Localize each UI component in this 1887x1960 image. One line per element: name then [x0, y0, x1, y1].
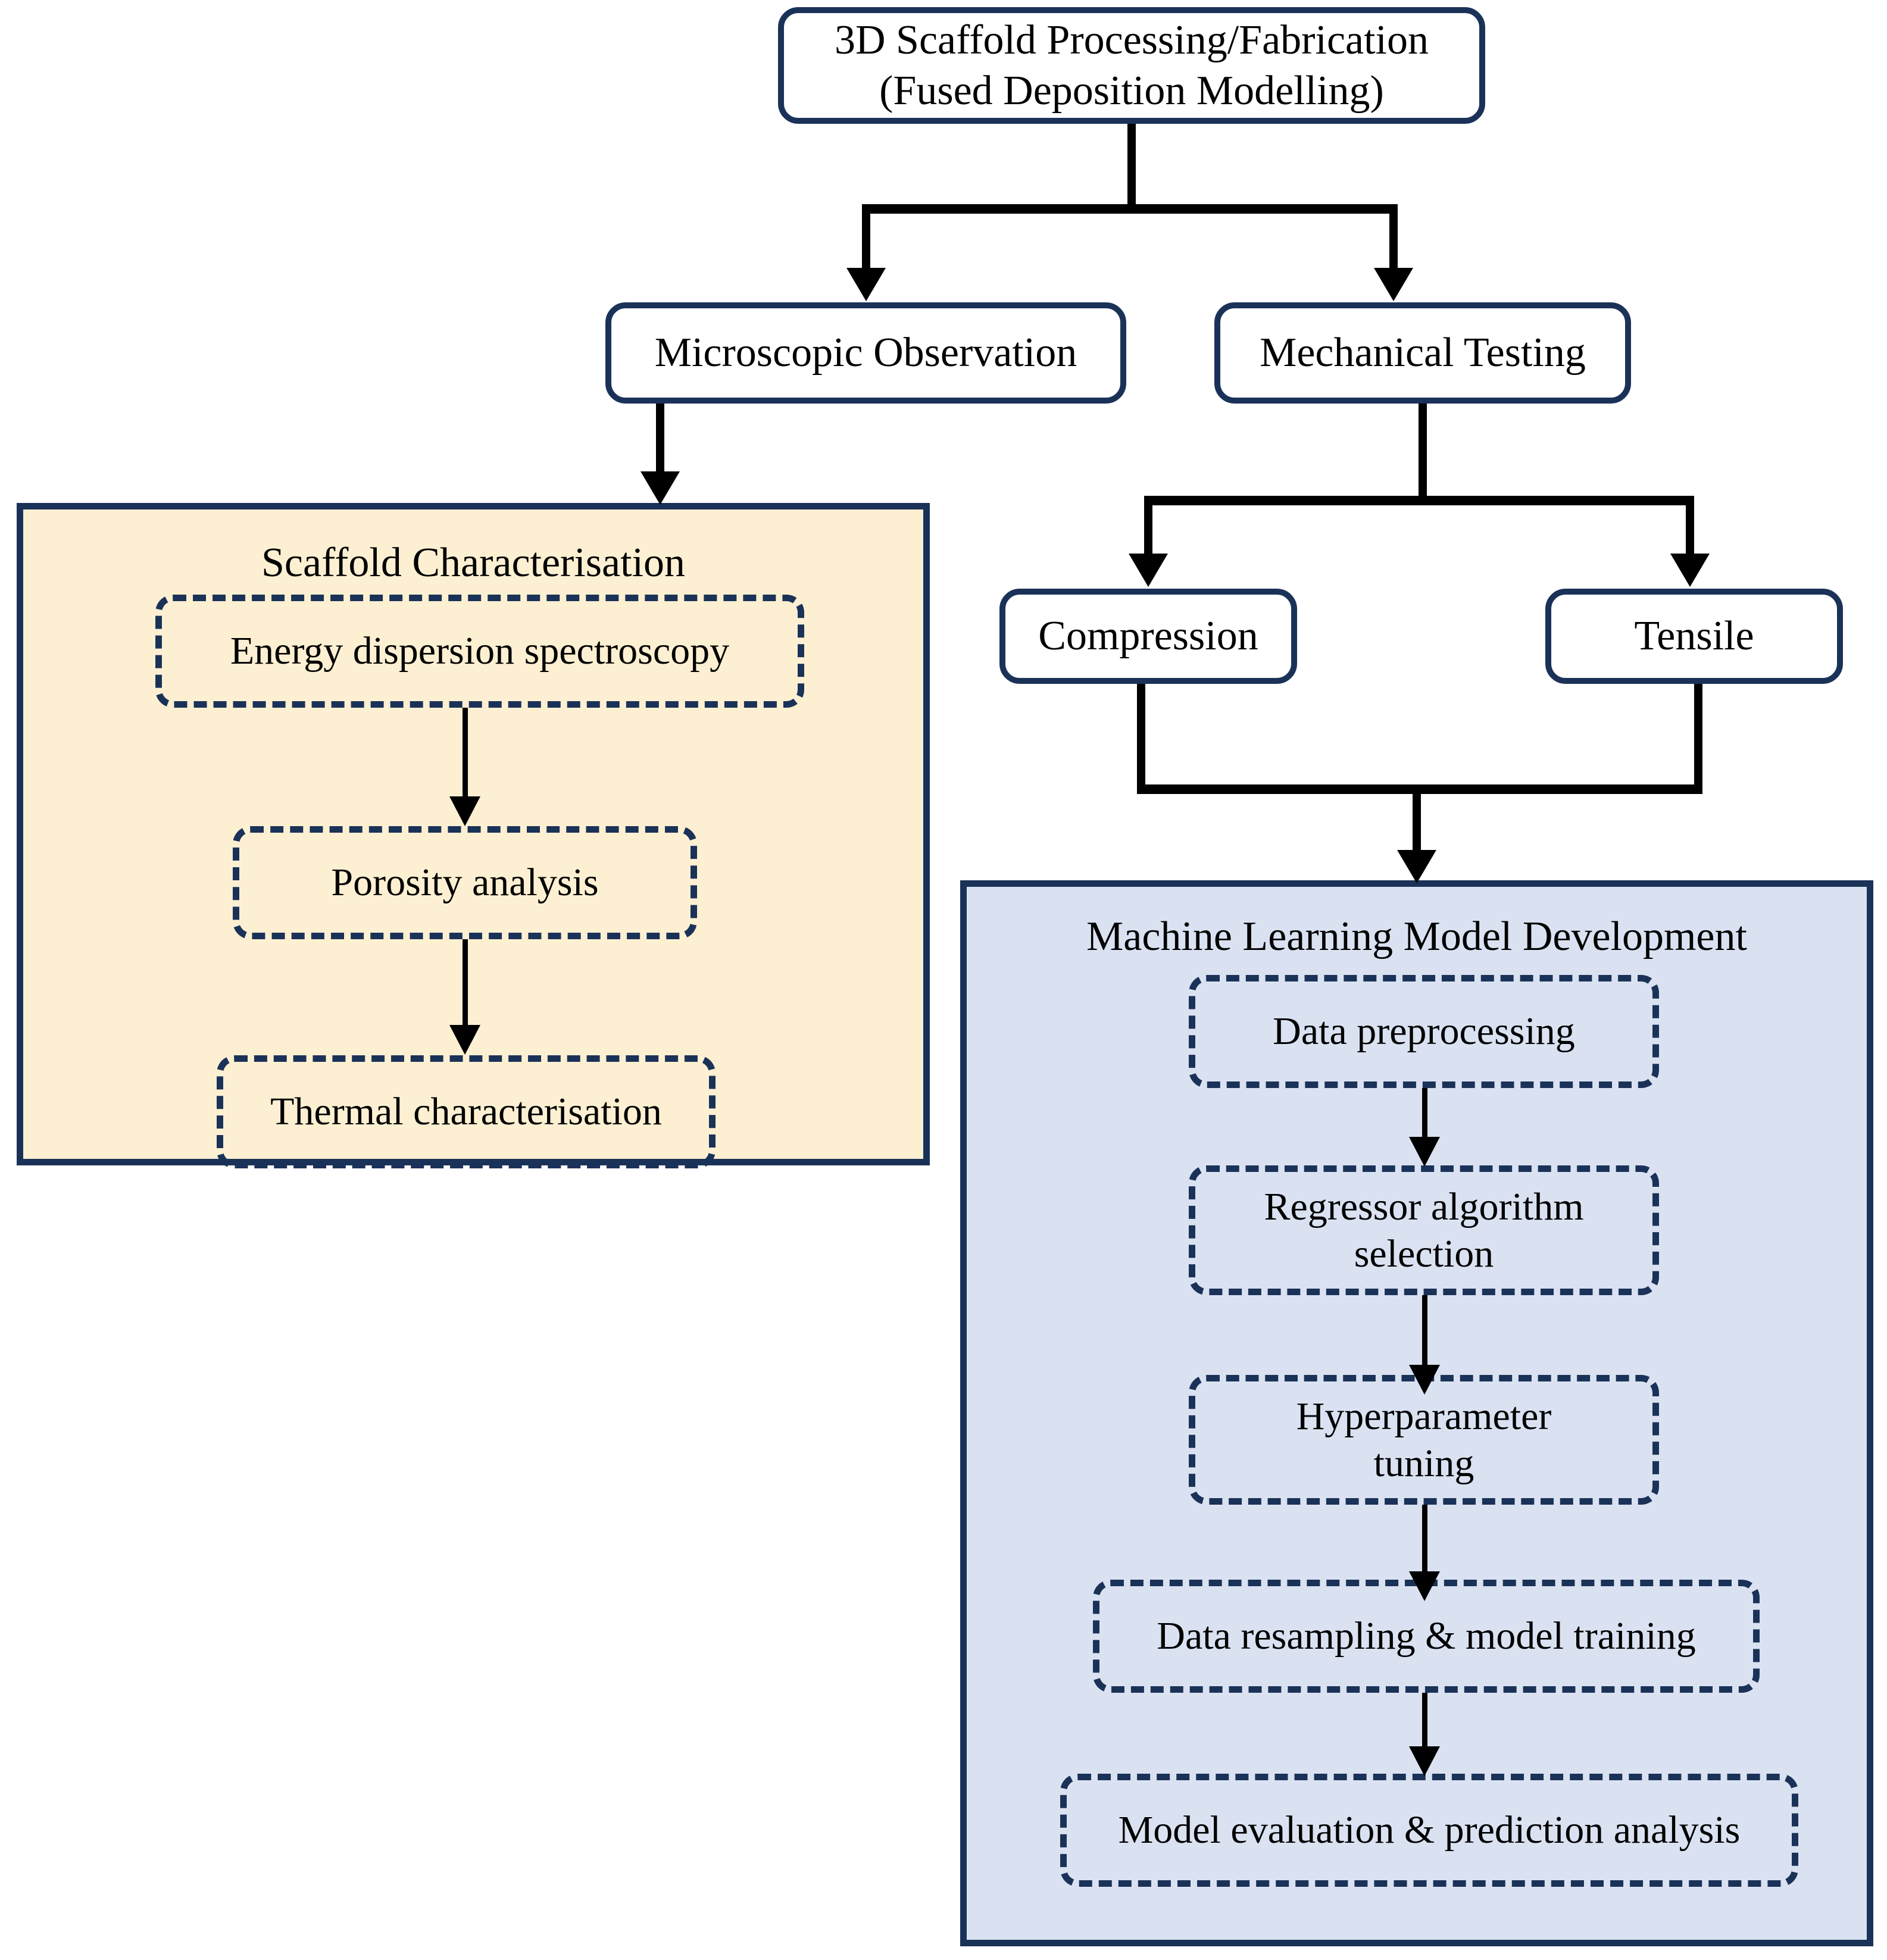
step-regressor-algorithm-selection[interactable]: Regressor algorithm selection [1189, 1165, 1659, 1295]
arrowhead-porosity-to-thermal [449, 1025, 480, 1055]
step-hyperparameter-line2: tuning [1373, 1442, 1474, 1485]
panel-scaffold-characterisation: Scaffold Characterisation Energy dispers… [17, 503, 930, 1168]
node-tensile-label: Tensile [1634, 613, 1754, 659]
node-microscopic-observation-label: Microscopic Observation [654, 330, 1077, 376]
node-3d-scaffold-processing[interactable]: 3D Scaffold Processing/Fabrication (Fuse… [778, 7, 1485, 124]
connector-resampling-to-evaluation [1422, 1693, 1427, 1751]
connector-eds-to-porosity [463, 708, 468, 800]
arrowhead-eds-to-porosity [449, 796, 480, 826]
arrowhead-preprocessing-to-regressor [1409, 1137, 1440, 1167]
connector-root-to-mechanical [1389, 204, 1398, 270]
step-energy-dispersion-spectroscopy[interactable]: Energy dispersion spectroscopy [155, 595, 804, 708]
step-thermal-characterisation[interactable]: Thermal characterisation [217, 1055, 716, 1168]
node-tensile[interactable]: Tensile [1545, 589, 1843, 684]
panel-machine-learning-title: Machine Learning Model Development [1086, 914, 1747, 959]
arrowhead-regressor-to-hyperparameter [1409, 1365, 1440, 1395]
connector-porosity-to-thermal [463, 939, 468, 1027]
node-mechanical-testing[interactable]: Mechanical Testing [1214, 302, 1631, 404]
node-root-line2: (Fused Deposition Modelling) [879, 68, 1384, 114]
step-porosity-analysis-label: Porosity analysis [331, 861, 599, 905]
panel-scaffold-characterisation-title: Scaffold Characterisation [261, 540, 686, 586]
node-mechanical-testing-label: Mechanical Testing [1260, 330, 1586, 376]
panel-machine-learning-model-development: Machine Learning Model Development Data … [960, 880, 1873, 1946]
arrowhead-mechanical-to-compression [1129, 554, 1168, 587]
step-regressor-line1: Regressor algorithm [1264, 1184, 1584, 1228]
connector-mechanical-to-tensile [1686, 496, 1694, 555]
connector-root-stem [1127, 124, 1136, 209]
arrowhead-hyperparameter-to-resampling [1409, 1571, 1440, 1601]
connector-hyperparameter-to-resampling [1422, 1505, 1427, 1576]
connector-mechanical-to-compression [1144, 496, 1152, 555]
node-root-line1: 3D Scaffold Processing/Fabrication [835, 17, 1429, 63]
node-compression[interactable]: Compression [999, 589, 1297, 684]
connector-tensile-down [1694, 684, 1702, 791]
node-compression-label: Compression [1038, 613, 1258, 659]
connector-mechanical-stem [1419, 404, 1427, 496]
step-model-evaluation-prediction-analysis[interactable]: Model evaluation & prediction analysis [1060, 1774, 1798, 1887]
connector-regressor-to-hyperparameter [1422, 1295, 1427, 1370]
step-data-resampling-model-training-label: Data resampling & model training [1157, 1614, 1696, 1658]
step-thermal-characterisation-label: Thermal characterisation [270, 1090, 662, 1134]
step-porosity-analysis[interactable]: Porosity analysis [233, 826, 697, 939]
connector-root-to-microscopic [862, 204, 870, 270]
arrowhead-resampling-to-evaluation [1409, 1746, 1440, 1776]
connector-root-bus [862, 204, 1398, 214]
connector-mechanical-bus [1144, 496, 1694, 505]
connector-preprocessing-to-regressor [1422, 1088, 1427, 1142]
step-data-preprocessing[interactable]: Data preprocessing [1189, 975, 1659, 1088]
arrowhead-mechanical-to-tensile [1670, 554, 1710, 587]
arrowhead-root-to-mechanical [1374, 268, 1413, 301]
connector-microscopic-to-scaffold [656, 404, 664, 475]
arrowhead-microscopic-to-scaffold [641, 471, 680, 505]
node-microscopic-observation[interactable]: Microscopic Observation [605, 302, 1126, 404]
connector-compression-down [1137, 684, 1145, 791]
step-hyperparameter-line1: Hyperparameter [1296, 1394, 1552, 1438]
step-regressor-line2: selection [1354, 1232, 1494, 1276]
arrowhead-merge-to-ml-panel [1397, 850, 1436, 883]
connector-merge-to-ml-panel [1413, 784, 1421, 853]
step-energy-dispersion-spectroscopy-label: Energy dispersion spectroscopy [230, 629, 730, 673]
arrowhead-root-to-microscopic [846, 268, 886, 301]
step-data-preprocessing-label: Data preprocessing [1273, 1009, 1575, 1054]
step-model-evaluation-prediction-analysis-label: Model evaluation & prediction analysis [1118, 1808, 1741, 1852]
